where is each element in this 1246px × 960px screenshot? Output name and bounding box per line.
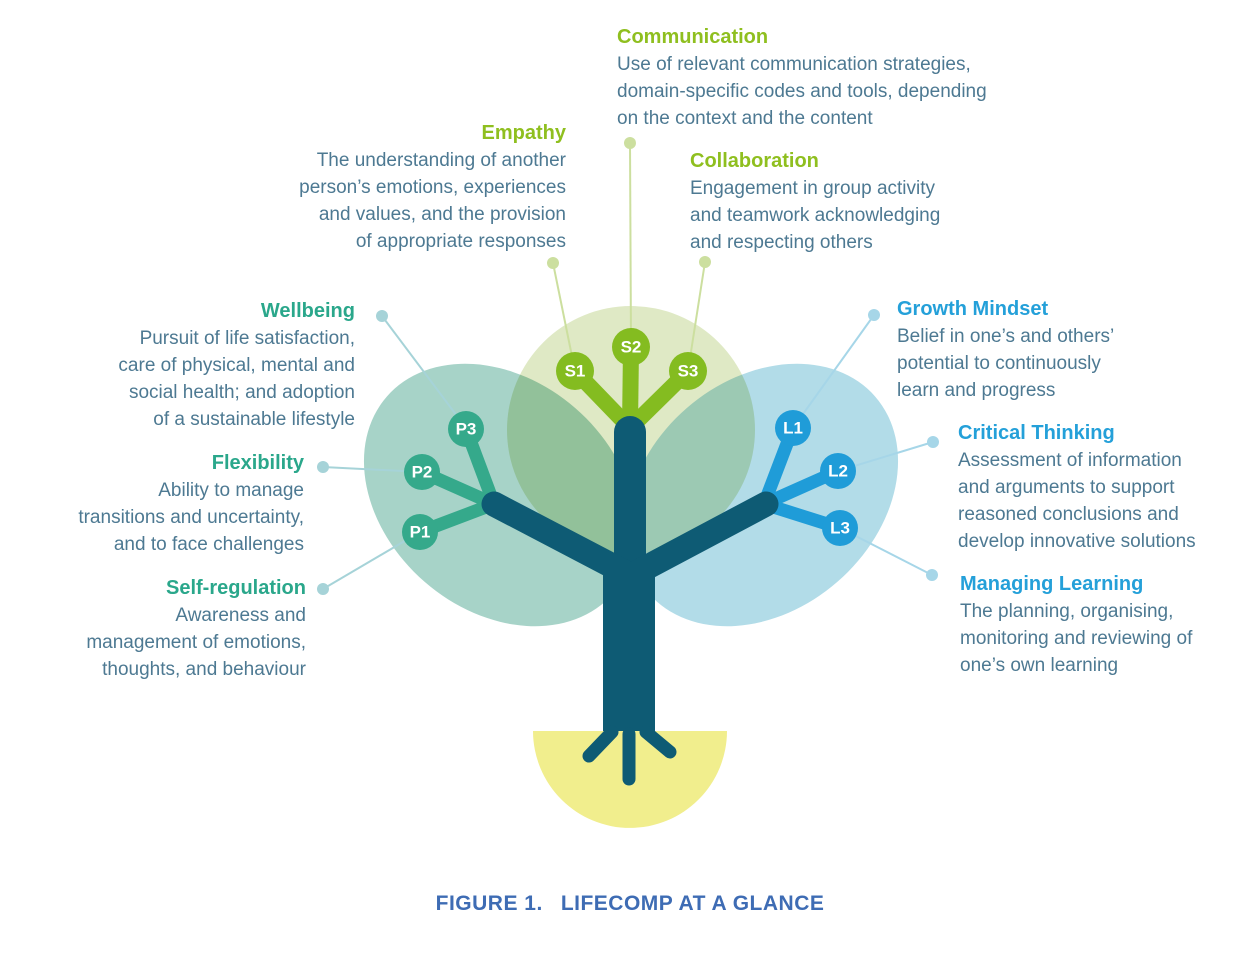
- root-left: [582, 725, 619, 763]
- callout-empathy-line: and values, and the provision: [318, 204, 566, 225]
- callout-collaboration-line: and respecting others: [690, 232, 873, 253]
- callout-self-regulation-line: management of emotions,: [86, 632, 306, 653]
- callout-self-regulation-title: Self-regulation: [165, 577, 306, 599]
- connector-wellbeing: [381, 315, 467, 429]
- connector-dot-growth-mindset: [868, 309, 880, 321]
- node-s1-label: S1: [565, 362, 586, 381]
- callout-collaboration-title: Collaboration: [690, 150, 819, 172]
- callout-communication-line: domain-specific codes and tools, dependi…: [617, 81, 987, 102]
- node-p2-label: P2: [412, 463, 433, 482]
- callout-wellbeing: Wellbeing Pursuit of life satisfaction, …: [118, 298, 355, 433]
- node-l3: [822, 510, 858, 546]
- connector-dot-wellbeing: [376, 310, 388, 322]
- callout-growth-mindset-title: Growth Mindset: [897, 298, 1049, 320]
- callout-wellbeing-line: of a sustainable lifestyle: [153, 409, 355, 430]
- node-p3-label: P3: [456, 420, 477, 439]
- callout-managing-learning-line: one’s own learning: [960, 655, 1119, 676]
- callout-flexibility-line: and to face challenges: [113, 534, 304, 555]
- node-p2: [404, 454, 440, 490]
- connector-dot-critical-thinking: [927, 436, 939, 448]
- callout-communication-title: Communication: [617, 26, 769, 48]
- node-p1: [402, 514, 438, 550]
- callout-managing-learning-title: Managing Learning: [960, 573, 1144, 595]
- callout-growth-mindset-line: learn and progress: [897, 380, 1056, 401]
- connector-dot-flexibility: [317, 461, 329, 473]
- callout-empathy: Empathy The understanding of another per…: [299, 120, 566, 255]
- trunk-branch-left: [481, 491, 637, 585]
- connector-communication: [629, 142, 632, 348]
- callout-flexibility-line: transitions and uncertainty,: [78, 507, 304, 528]
- callout-collaboration-line: and teamwork acknowledging: [690, 205, 941, 226]
- callout-wellbeing-line: care of physical, mental and: [118, 355, 355, 376]
- connector-growth-mindset: [792, 314, 875, 429]
- node-l1-label: L1: [783, 419, 803, 438]
- callout-empathy-line: of appropriate responses: [355, 231, 566, 252]
- connector-dot-self-regulation: [317, 583, 329, 595]
- callout-critical-thinking: Critical Thinking Assessment of informat…: [958, 420, 1196, 555]
- callout-communication-line: Use of relevant communication strategies…: [617, 54, 971, 75]
- node-p1-label: P1: [410, 523, 431, 542]
- root-right: [639, 725, 677, 759]
- connector-self-regulation: [322, 531, 421, 590]
- trunk-branch-right: [625, 491, 779, 585]
- callout-collaboration: Collaboration Engagement in group activi…: [690, 148, 940, 256]
- callout-wellbeing-title: Wellbeing: [260, 300, 355, 322]
- connector-dot-empathy: [547, 257, 559, 269]
- callout-communication: Communication Use of relevant communicat…: [617, 24, 987, 132]
- callout-wellbeing-line: Pursuit of life satisfaction,: [139, 328, 355, 349]
- figure-caption: FIGURE 1. LIFECOMP AT A GLANCE: [0, 892, 1246, 916]
- node-s3-label: S3: [678, 362, 699, 381]
- node-l3-label: L3: [830, 519, 850, 538]
- node-l2: [820, 453, 856, 489]
- callout-self-regulation-line: thoughts, and behaviour: [102, 659, 306, 680]
- callout-empathy-line: person’s emotions, experiences: [299, 177, 566, 198]
- callout-critical-thinking-line: reasoned conclusions and: [958, 504, 1179, 525]
- callout-flexibility-line: Ability to manage: [158, 480, 304, 501]
- connector-dot-collaboration: [699, 256, 711, 268]
- connector-dot-managing-learning: [926, 569, 938, 581]
- callout-critical-thinking-title: Critical Thinking: [958, 422, 1115, 444]
- callout-flexibility-title: Flexibility: [211, 452, 304, 474]
- node-s1: [556, 352, 594, 390]
- callout-managing-learning: Managing Learning The planning, organisi…: [960, 571, 1192, 679]
- node-l2-label: L2: [828, 462, 848, 481]
- node-s2: [612, 328, 650, 366]
- callout-empathy-title: Empathy: [481, 122, 566, 144]
- callout-growth-mindset-line: potential to continuously: [897, 353, 1101, 374]
- callout-managing-learning-line: monitoring and reviewing of: [960, 628, 1193, 649]
- callout-growth-mindset-line: Belief in one’s and others’: [897, 326, 1115, 347]
- trunk-group: [481, 416, 779, 786]
- callout-critical-thinking-line: develop innovative solutions: [958, 531, 1196, 552]
- node-s3: [669, 352, 707, 390]
- callout-communication-line: on the context and the content: [617, 108, 873, 129]
- figure-caption-title: LIFECOMP AT A GLANCE: [560, 892, 825, 915]
- figure-caption-label: FIGURE 1.: [435, 892, 543, 915]
- learning-nodes: L1 L2 L3: [775, 410, 858, 546]
- callout-collaboration-line: Engagement in group activity: [690, 178, 936, 199]
- personal-nodes: P1 P2 P3: [402, 411, 484, 550]
- callout-self-regulation-line: Awareness and: [175, 605, 306, 626]
- callout-critical-thinking-line: Assessment of information: [958, 450, 1182, 471]
- callout-self-regulation: Self-regulation Awareness and management…: [86, 575, 306, 683]
- callout-empathy-line: The understanding of another: [316, 150, 566, 171]
- callout-flexibility: Flexibility Ability to manage transition…: [78, 450, 304, 558]
- node-s2-label: S2: [621, 338, 642, 357]
- callout-growth-mindset: Growth Mindset Belief in one’s and other…: [897, 296, 1114, 404]
- social-nodes: S1 S2 S3: [556, 328, 707, 390]
- callout-managing-learning-line: The planning, organising,: [960, 601, 1174, 622]
- connector-dot-communication: [624, 137, 636, 149]
- callout-critical-thinking-line: and arguments to support: [958, 477, 1175, 498]
- callout-wellbeing-line: social health; and adoption: [128, 382, 355, 403]
- trunk-lower: [603, 562, 655, 731]
- node-l1: [775, 410, 811, 446]
- node-p3: [448, 411, 484, 447]
